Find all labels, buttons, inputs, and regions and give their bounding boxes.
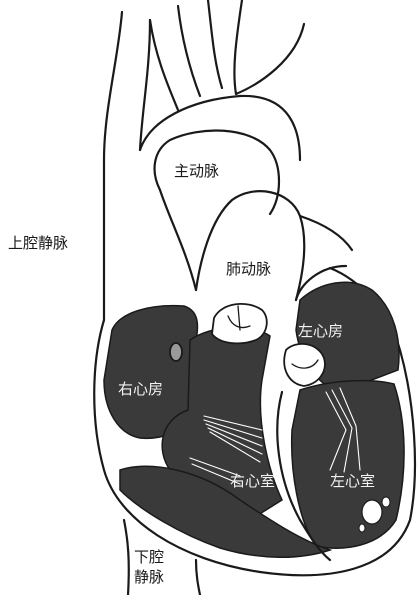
left-ventricle-label: 左心室: [330, 472, 375, 490]
inferior-vena-cava-label-line2: 静脉: [134, 568, 164, 586]
left-atrium-label: 左心房: [298, 322, 343, 340]
aorta-label: 主动脉: [174, 162, 219, 180]
right-atrium-label: 右心房: [118, 380, 163, 398]
superior-vena-cava-label: 上腔静脉: [8, 234, 68, 252]
superior-vena-cava-vessel: [104, 12, 150, 320]
aortic-valve: [284, 344, 325, 386]
aortic-arch-branches: [140, 0, 304, 160]
inferior-vena-cava-label-line1: 下腔: [134, 548, 164, 566]
pulmonary-valve: [212, 304, 267, 343]
right-ventricle-label: 右心室: [230, 472, 275, 490]
pulmonary-artery-label: 肺动脉: [226, 260, 271, 278]
